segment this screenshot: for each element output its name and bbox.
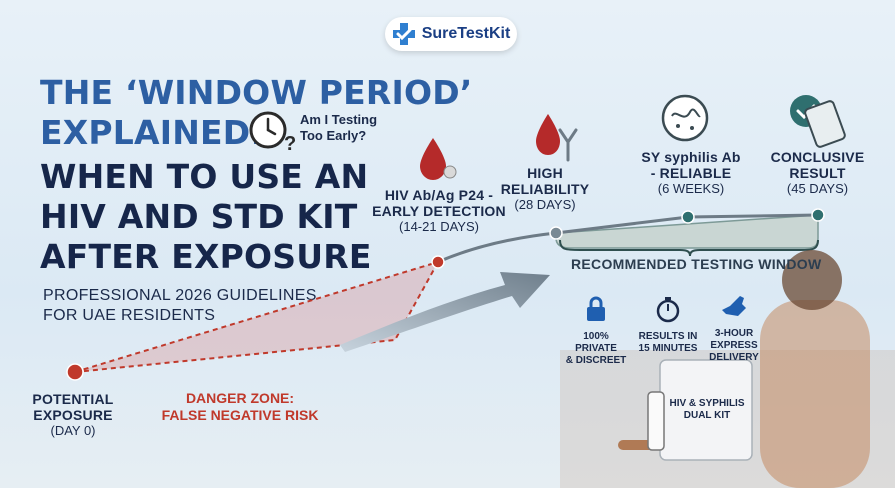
title-line-4: HIV AND STD KIT [40,197,358,236]
recommended-window-label: RECOMMENDED TESTING WINDOW [571,256,822,272]
marker-week-6 [681,210,695,224]
clock-question-icon: ? [249,111,296,154]
title-line-1: THE ‘WINDOW PERIOD’ [40,73,473,112]
marker-day-14 [431,255,445,269]
test-cassette [647,391,665,451]
bacteria-icon [661,94,709,142]
brand-logo: SureTestKit [385,17,517,51]
title-aside: Am I Testing Too Early? [300,112,378,143]
window-bracket [559,239,819,257]
subtitle: PROFESSIONAL 2026 GUIDELINES FOR UAE RES… [43,287,317,324]
feature-fast-results: RESULTS IN 15 MINUTES [634,295,702,355]
blood-virus-icon [420,138,457,180]
label-early-detection: HIV Ab/Ag P24 - EARLY DETECTION (14-21 D… [372,187,506,234]
blood-antibody-icon [536,114,578,162]
lock-icon [587,296,605,321]
title-line-5: AFTER EXPOSURE [40,237,372,276]
danger-dashed-line-bottom [74,261,439,373]
stopwatch-icon [656,297,680,323]
marker-day-45 [811,208,825,222]
danger-zone-label: DANGER ZONE: FALSE NEGATIVE RISK [161,390,319,423]
uae-map-icon [722,296,746,316]
label-conclusive: CONCLUSIVE RESULT (45 DAYS) [770,149,865,196]
kit-label: HIV & SYPHILIS DUAL KIT [669,398,745,421]
person-head [782,250,842,310]
marker-day-28 [549,226,563,240]
brand-name: SureTestKit [421,25,511,42]
test-result-icon [790,95,846,148]
marker-day-0 [66,363,84,381]
label-exposure: POTENTIAL EXPOSURE (DAY 0) [32,391,114,438]
feature-private: 100% PRIVATE & DISCREET [562,295,630,367]
person-silhouette [760,300,870,488]
title-line-3: WHEN TO USE AN [40,157,369,196]
cross-check-icon [392,23,415,45]
title-line-2: EXPLAINED: [40,113,264,152]
label-high-reliability: HIGH RELIABILITY (28 DAYS) [500,165,590,212]
svg-text:?: ? [284,133,296,154]
feature-delivery: 3-HOUR EXPRESS DELIVERY [702,292,766,364]
danger-dashed-line-top [74,261,439,373]
label-syphilis: SY syphilis Ab - RELIABLE (6 WEEKS) [641,149,741,196]
progress-arrow [340,272,550,352]
